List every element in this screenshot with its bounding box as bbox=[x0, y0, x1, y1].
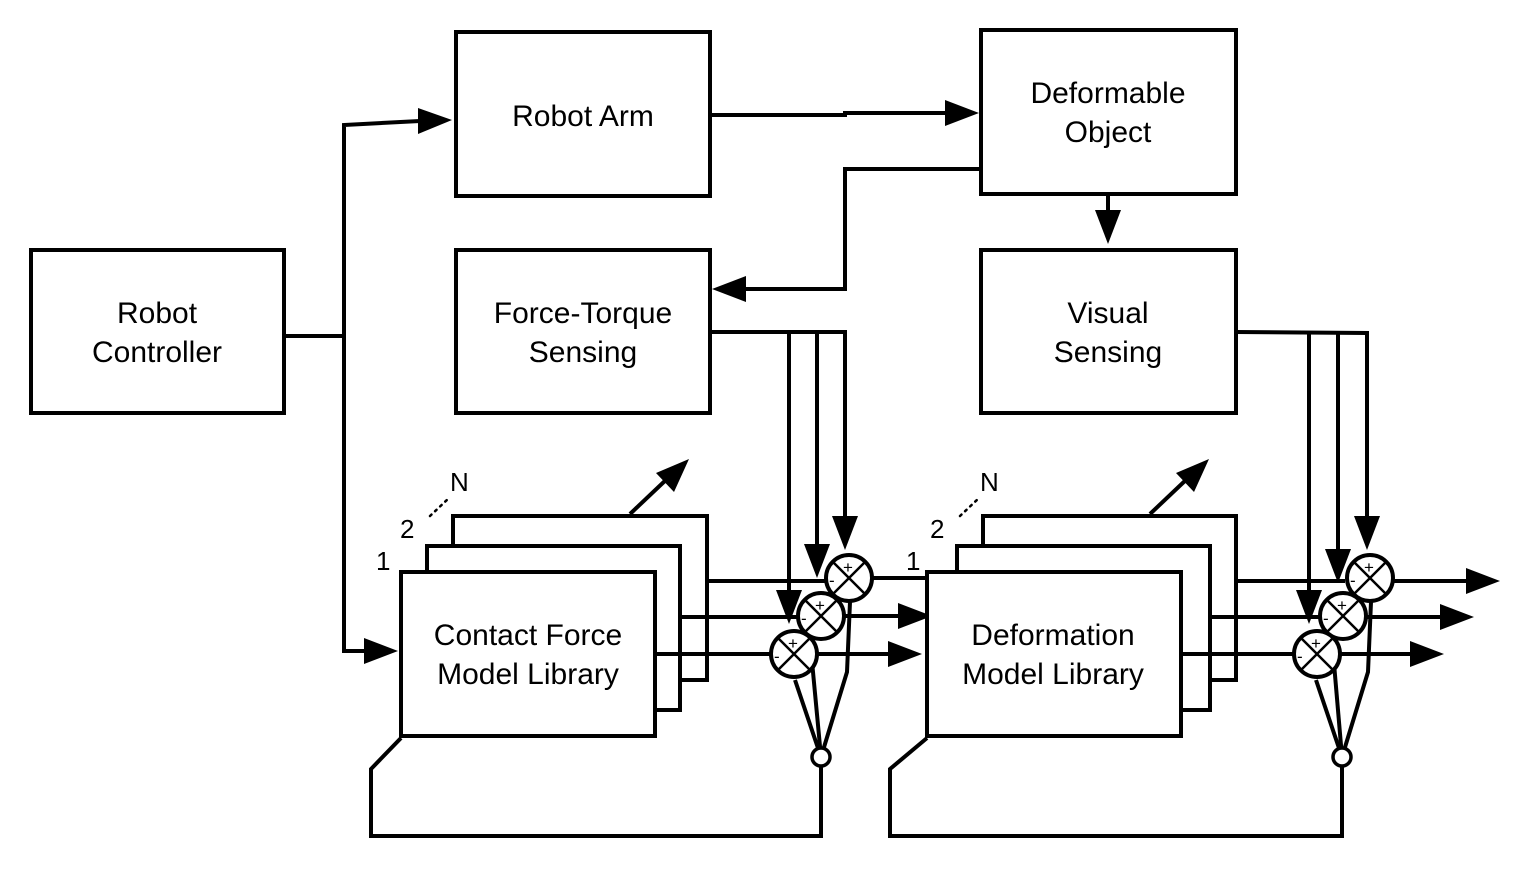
robot-controller-label-2: Controller bbox=[92, 336, 222, 369]
force-torque-feeds bbox=[710, 330, 858, 624]
deformable-object-block: Deformable Object bbox=[979, 28, 1238, 196]
right-sum-3-minus: - bbox=[1297, 647, 1303, 666]
left-sum-3-minus: - bbox=[774, 647, 780, 666]
right-sum-3-plus: + bbox=[1311, 634, 1321, 653]
deformation-outputs bbox=[1181, 568, 1500, 667]
right-pickoff-node bbox=[1331, 746, 1353, 768]
visual-sensing-label-1: Visual bbox=[1067, 297, 1148, 330]
force-torque-sensing-block: Force-Torque Sensing bbox=[454, 248, 712, 415]
right-summing-junctions: + - + - + - bbox=[1292, 553, 1395, 768]
left-sum-junction-2: + - bbox=[796, 591, 846, 641]
deformable-object-label-1: Deformable bbox=[1030, 77, 1185, 110]
visual-sensing-feeds bbox=[1235, 330, 1380, 624]
left-summing-junctions: + - + - + - bbox=[769, 553, 874, 768]
left-sum-3-plus: + bbox=[788, 634, 798, 653]
right-sum-junction-3: + - bbox=[1292, 629, 1342, 679]
force-torque-label-1: Force-Torque bbox=[494, 297, 672, 330]
contact-force-card-1 bbox=[399, 570, 657, 738]
left-sum-junction-3: + - bbox=[769, 629, 819, 679]
left-sum-1-minus: - bbox=[829, 571, 835, 590]
left-sum-1-plus: + bbox=[843, 558, 853, 577]
top-connections bbox=[284, 100, 1121, 664]
left-sum-junction-1: + - bbox=[824, 553, 874, 603]
right-sum-junction-1: + - bbox=[1345, 553, 1395, 603]
deformation-stack: Deformation Model Library 1 2 N bbox=[888, 459, 1344, 838]
right-sum-junction-2: + - bbox=[1318, 591, 1368, 641]
robot-arm-label: Robot Arm bbox=[512, 100, 654, 133]
contact-force-index-N: N bbox=[450, 467, 469, 497]
deformation-label-2: Model Library bbox=[962, 658, 1144, 691]
deformation-label-1: Deformation bbox=[971, 619, 1134, 652]
deformation-index-N: N bbox=[980, 467, 999, 497]
contact-force-stack: Contact Force Model Library 1 2 N bbox=[369, 459, 823, 838]
robot-arm-block: Robot Arm bbox=[454, 30, 712, 198]
robot-controller-label-1: Robot bbox=[117, 297, 198, 330]
deformation-card-1 bbox=[925, 570, 1183, 738]
contact-force-index-2: 2 bbox=[400, 514, 414, 544]
left-sum-2-minus: - bbox=[801, 609, 807, 628]
contact-force-label-1: Contact Force bbox=[434, 619, 622, 652]
robot-controller-block: Robot Controller bbox=[29, 248, 286, 415]
right-sum-1-plus: + bbox=[1364, 558, 1374, 577]
right-sum-1-minus: - bbox=[1350, 571, 1356, 590]
deformable-object-label-2: Object bbox=[1065, 116, 1152, 149]
left-pickoff-node bbox=[810, 746, 832, 768]
right-sum-2-plus: + bbox=[1337, 596, 1347, 615]
contact-force-label-2: Model Library bbox=[437, 658, 619, 691]
deformation-index-2: 2 bbox=[930, 514, 944, 544]
deformation-index-1: 1 bbox=[906, 546, 920, 576]
visual-sensing-label-2: Sensing bbox=[1054, 336, 1162, 369]
right-sum-2-minus: - bbox=[1323, 609, 1329, 628]
visual-sensing-block: Visual Sensing bbox=[979, 248, 1238, 415]
force-torque-label-2: Sensing bbox=[529, 336, 637, 369]
left-sum-2-plus: + bbox=[815, 596, 825, 615]
contact-force-outputs bbox=[655, 576, 932, 667]
contact-force-index-1: 1 bbox=[376, 546, 390, 576]
